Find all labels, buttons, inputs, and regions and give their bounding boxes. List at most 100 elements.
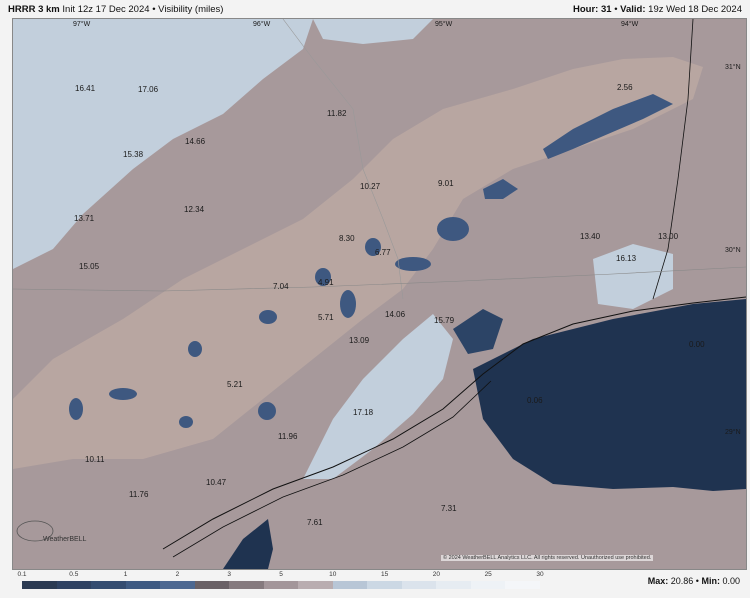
value-label: 2.56 bbox=[617, 83, 633, 92]
value-label: 14.06 bbox=[385, 310, 406, 319]
light-visibility-region-n bbox=[313, 19, 433, 44]
blue-blob bbox=[69, 398, 83, 420]
value-label: 13.40 bbox=[580, 232, 601, 241]
value-label: 6.77 bbox=[375, 248, 391, 257]
lat-30-label: 30°N bbox=[725, 246, 741, 254]
weatherbell-logo: WeatherBELL bbox=[16, 520, 87, 543]
legend-tick-label: 10 bbox=[329, 571, 337, 578]
value-label: 11.82 bbox=[327, 109, 347, 118]
blue-blob bbox=[340, 290, 356, 318]
legend-swatch bbox=[22, 581, 57, 589]
legend-tick-label: 20 bbox=[432, 571, 441, 578]
value-label: 10.27 bbox=[360, 182, 381, 191]
value-label: 13.09 bbox=[349, 336, 370, 345]
hour-value: 31 bbox=[600, 4, 612, 15]
map-header: HRRR 3 km Init 12z 17 Dec 2024 • Visibil… bbox=[0, 0, 750, 18]
blue-blob bbox=[437, 217, 469, 241]
max-value: 20.86 bbox=[670, 576, 694, 586]
value-label: 11.96 bbox=[278, 432, 298, 441]
value-label: 16.13 bbox=[616, 254, 637, 263]
legend-tick-label: 0.5 bbox=[69, 571, 79, 578]
dark-blob-sw bbox=[223, 519, 273, 569]
value-label: 14.66 bbox=[185, 137, 206, 146]
legend-tick-label: 5 bbox=[279, 571, 283, 578]
value-label: 0.06 bbox=[527, 396, 543, 405]
value-label: 10.47 bbox=[206, 478, 227, 487]
coastline bbox=[162, 296, 746, 550]
value-label: 5.71 bbox=[318, 313, 334, 322]
county-line bbox=[282, 19, 404, 300]
lat-31-label: 31°N bbox=[725, 63, 741, 71]
separator-dot: • bbox=[695, 576, 699, 586]
legend-swatch bbox=[332, 581, 368, 589]
separator-dot: • bbox=[152, 4, 156, 15]
copyright-credit: © 2024 WeatherBELL Analytics LLC. All ri… bbox=[441, 555, 654, 561]
blue-streak bbox=[483, 179, 518, 199]
value-label: 8.30 bbox=[339, 234, 355, 243]
legend-tick-label: 1 bbox=[123, 571, 128, 578]
value-label: 7.31 bbox=[441, 504, 457, 513]
value-label: 16.41 bbox=[75, 84, 96, 93]
road bbox=[13, 266, 746, 292]
lat-29-label: 29°N bbox=[725, 428, 741, 436]
legend-swatch bbox=[470, 581, 506, 589]
header-left: HRRR 3 km Init 12z 17 Dec 2024 • Visibil… bbox=[8, 4, 223, 15]
legend-tick-label: 2 bbox=[175, 571, 180, 578]
barrier-island bbox=[172, 380, 492, 558]
legend-tick-label: 30 bbox=[536, 571, 544, 578]
blue-blob bbox=[179, 416, 193, 428]
legend-colorbar bbox=[22, 581, 540, 589]
valid-time: 19z Wed 18 Dec 2024 bbox=[648, 4, 742, 15]
min-label: Min: bbox=[701, 576, 720, 586]
legend-swatch bbox=[298, 581, 333, 589]
legend-swatch bbox=[505, 581, 540, 589]
min-value: 0.00 bbox=[722, 576, 740, 586]
value-label: 7.61 bbox=[307, 518, 323, 527]
value-label: 15.05 bbox=[79, 262, 100, 271]
lon-96-label: 96°W bbox=[253, 20, 271, 28]
value-label: 7.04 bbox=[273, 282, 289, 291]
legend-swatch bbox=[194, 581, 230, 589]
value-label: 9.01 bbox=[438, 179, 454, 188]
map-canvas: 97°W 96°W 95°W 94°W 31°N 30°N 29°N 16.41… bbox=[13, 19, 746, 569]
tan-band bbox=[13, 57, 703, 469]
state-border bbox=[652, 19, 694, 300]
value-label: 13.00 bbox=[658, 232, 679, 241]
blue-streak-ne bbox=[543, 94, 673, 159]
model-name: HRRR 3 km bbox=[8, 4, 60, 15]
blue-blob bbox=[395, 257, 431, 271]
variable-name: Visibility (miles) bbox=[158, 4, 224, 15]
legend-swatch bbox=[229, 581, 264, 589]
legend-tick-label: 3 bbox=[227, 571, 231, 578]
max-min-readout: Max: 20.86 • Min: 0.00 bbox=[648, 576, 740, 586]
blue-blob bbox=[365, 238, 381, 256]
lon-95-label: 95°W bbox=[435, 20, 453, 28]
value-label: 17.06 bbox=[138, 85, 159, 94]
gulf-low-visibility bbox=[473, 299, 746, 491]
legend-swatch bbox=[367, 581, 402, 589]
init-time: Init 12z 17 Dec 2024 bbox=[62, 4, 150, 15]
legend-swatch bbox=[56, 581, 92, 589]
light-visibility-region-coast bbox=[303, 314, 453, 479]
lon-97-label: 97°W bbox=[73, 20, 91, 28]
value-label: 11.76 bbox=[129, 490, 149, 499]
valid-label: Valid: bbox=[620, 4, 646, 15]
value-label: 15.79 bbox=[434, 316, 455, 325]
separator-dot: • bbox=[614, 4, 618, 15]
blue-blob bbox=[315, 268, 331, 286]
legend-swatch bbox=[263, 581, 299, 589]
bay-low-visibility bbox=[453, 309, 503, 354]
logo-text: WeatherBELL bbox=[43, 536, 87, 543]
value-label: 4.91 bbox=[318, 278, 334, 287]
blue-blob bbox=[259, 310, 277, 324]
max-label: Max: bbox=[647, 576, 669, 586]
value-label: 10.11 bbox=[85, 455, 105, 464]
value-label: 0.00 bbox=[689, 340, 705, 349]
value-label: 17.18 bbox=[353, 408, 374, 417]
legend-swatch bbox=[160, 581, 195, 589]
value-label: 13.71 bbox=[74, 214, 95, 223]
lon-94-label: 94°W bbox=[621, 20, 639, 28]
legend-swatch bbox=[401, 581, 437, 589]
legend-swatch bbox=[125, 581, 161, 589]
